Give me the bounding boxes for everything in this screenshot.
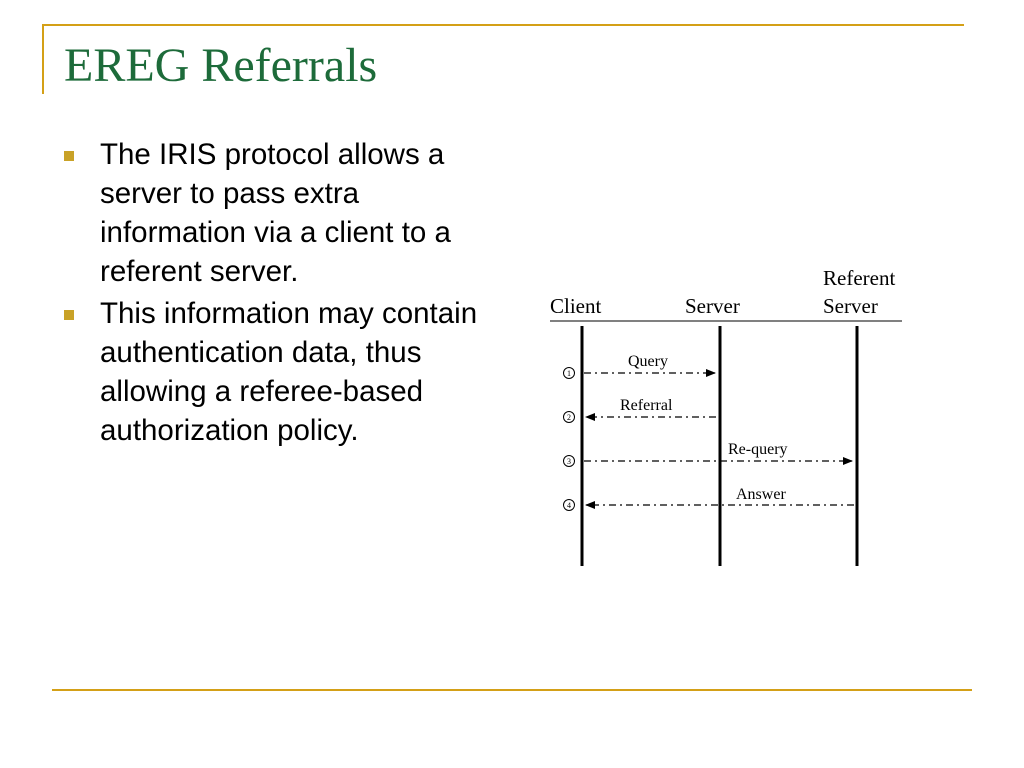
step-3-number: 3: [567, 457, 571, 466]
slide-title: EREG Referrals: [64, 39, 378, 92]
step-3-badge: [563, 455, 575, 467]
participant-referent-label-line2: Server: [823, 294, 878, 318]
participant-server-label: Server: [685, 294, 740, 318]
sequence-diagram: Client Server Referent Server 1 Query 2 …: [550, 266, 902, 566]
frame-bottom-rule: [52, 689, 972, 691]
step-2-number: 2: [567, 413, 571, 422]
bullet-list: The IRIS protocol allows a server to pas…: [62, 135, 502, 453]
bullet-item-iris-protocol: The IRIS protocol allows a server to pas…: [62, 135, 502, 291]
step-2-badge: [563, 411, 575, 423]
referral-label: Referral: [620, 397, 673, 414]
frame-top-rule: [42, 24, 964, 26]
bullet-text: The IRIS protocol allows a server to pas…: [100, 138, 451, 288]
query-label: Query: [628, 353, 668, 370]
step-4-number: 4: [567, 501, 571, 510]
participant-client-label: Client: [550, 294, 601, 318]
step-1-badge: [563, 367, 575, 379]
step-4-badge: [563, 499, 575, 511]
square-bullet-icon: [64, 310, 74, 320]
bullet-text: This information may contain authenticat…: [100, 297, 478, 447]
square-bullet-icon: [64, 151, 74, 161]
frame-left-rule: [42, 24, 44, 94]
bullet-item-authentication: This information may contain authenticat…: [62, 294, 502, 450]
re-query-label: Re-query: [728, 441, 788, 458]
step-1-number: 1: [567, 369, 571, 378]
answer-label: Answer: [736, 486, 786, 503]
participant-referent-label-line1: Referent: [823, 266, 895, 290]
